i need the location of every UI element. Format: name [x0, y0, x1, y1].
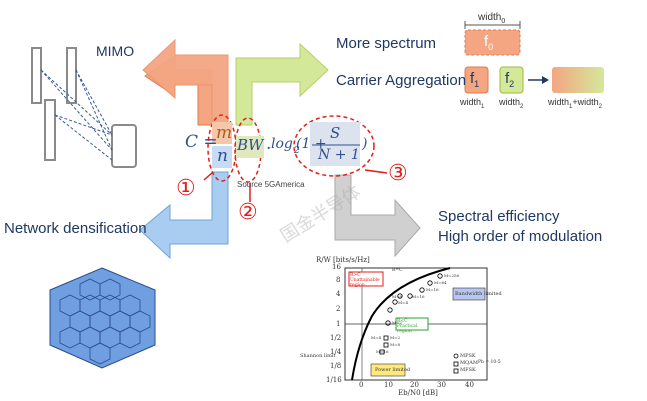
network-densification-label: Network densification — [4, 220, 147, 237]
chart-xtick-30: 30 — [437, 381, 446, 389]
width2-label: width2 — [499, 97, 524, 110]
formula-log: log — [271, 136, 293, 152]
mimo-label: MIMO — [96, 43, 135, 59]
chart-point-label-8b: M=8 — [390, 342, 400, 347]
formula-dot: . — [266, 134, 272, 154]
sum-block — [552, 67, 604, 93]
formula-one-plus-visible: (1 + — [296, 136, 327, 152]
chart-ytick-eighth: 1/8 — [330, 362, 342, 370]
f1-label: f1 — [470, 70, 480, 89]
chart-pb-note: Pb = 10-5 — [478, 360, 501, 365]
chart-point-label-4: M=4 — [398, 300, 408, 305]
chart-xtick-10: 10 — [384, 381, 393, 389]
chart-power-limited: Power limited — [375, 367, 411, 373]
m-box — [212, 122, 232, 144]
more-spectrum-label: More spectrum — [336, 35, 437, 52]
chart-legend-mfsk: MFSK — [460, 367, 476, 373]
marker-3: ③ — [388, 161, 408, 186]
f2-block — [499, 66, 524, 94]
chart-ylabel: R/W [bits/s/Hz] — [316, 256, 370, 264]
efficiency-chart — [344, 267, 488, 381]
snr-box — [310, 122, 360, 166]
formula-log-sub: 2 — [294, 146, 300, 156]
mimo-arrow-body — [142, 38, 229, 126]
formula-n-plus-1: N + 1 — [318, 147, 360, 163]
chart-ytick-8: 8 — [336, 276, 341, 284]
marker-1: ① — [176, 176, 196, 201]
f0-block — [464, 29, 521, 56]
formula-bw: BW — [237, 136, 264, 154]
source-label: Source 5GAmerica — [237, 180, 305, 189]
chart-point-label-8: M=8 — [392, 294, 402, 299]
f2-label: f2 — [505, 70, 515, 89]
formula-c-equals: C = — [185, 132, 218, 152]
spectral-efficiency-label: Spectral efficiency — [438, 208, 560, 225]
width0-label: width0 — [478, 12, 506, 25]
hexagon-cells-icon — [49, 267, 156, 369]
chart-xlabel: Eb/N0 [dB] — [398, 389, 438, 397]
chart-legend-mpsk: MPSK — [460, 353, 476, 359]
formula-s: S — [330, 124, 341, 142]
chart-point-label-2b: M=2 — [390, 335, 400, 340]
chart-region-practical: R<C Practical region — [397, 319, 418, 334]
chart-ytick-half: 1/2 — [330, 334, 342, 342]
chart-ytick-4: 4 — [336, 290, 341, 298]
chart-xtick-20: 20 — [410, 381, 419, 389]
chart-curve-label: R=C — [392, 268, 403, 273]
chart-ytick-sixteenth: 1/16 — [326, 376, 342, 384]
chart-point-label-4b: M=4 — [371, 335, 381, 340]
efficiency-arrow — [334, 174, 421, 258]
chart-point-label-256: M=256 — [444, 273, 460, 278]
formula-n: n — [217, 146, 228, 166]
f1-block — [464, 66, 489, 94]
high-order-modulation-label: High order of modulation — [438, 228, 603, 245]
chart-point-label-16: M=16 — [426, 287, 439, 292]
formula-close: ) — [362, 136, 368, 152]
chart-xtick-40: 40 — [465, 381, 474, 389]
chart-shannon-limit: Shannon limit — [300, 353, 336, 359]
chart-point-label-16b: M=16 — [412, 294, 425, 299]
chart-ytick-1: 1 — [336, 320, 341, 328]
chart-bandwidth-limited: Bandwidth limited — [455, 291, 502, 297]
chart-xtick-0: 0 — [359, 381, 364, 389]
chart-point-label-2: M=2 — [392, 320, 402, 325]
shannon-curve — [351, 267, 451, 381]
chart-region-unattainable: R>C Unattainable region — [350, 273, 380, 288]
marker-2: ② — [238, 200, 258, 225]
chart-ytick-16: 16 — [332, 263, 341, 271]
carrier-aggregation-label: Carrier Aggregation — [336, 72, 467, 89]
mimo-antenna-icon — [31, 47, 137, 168]
bw-box — [236, 136, 264, 158]
f0-label: f0 — [484, 33, 494, 52]
chart-point-label-16c: M=16 — [376, 349, 389, 354]
width-sum-label: width1+width2 — [548, 97, 602, 110]
chart-ytick-quarter: 1/4 — [330, 348, 342, 356]
spectrum-arrow — [235, 42, 329, 126]
formula-m: m — [216, 123, 233, 143]
chart-ytick-2: 2 — [336, 305, 341, 313]
n-box — [212, 146, 232, 168]
width1-label: width1 — [460, 97, 485, 110]
chart-point-label-64: M=64 — [434, 280, 447, 285]
densification-arrow — [139, 171, 229, 260]
chart-legend-mqam: MQAM — [460, 360, 478, 366]
ellipse-snr — [293, 115, 375, 177]
